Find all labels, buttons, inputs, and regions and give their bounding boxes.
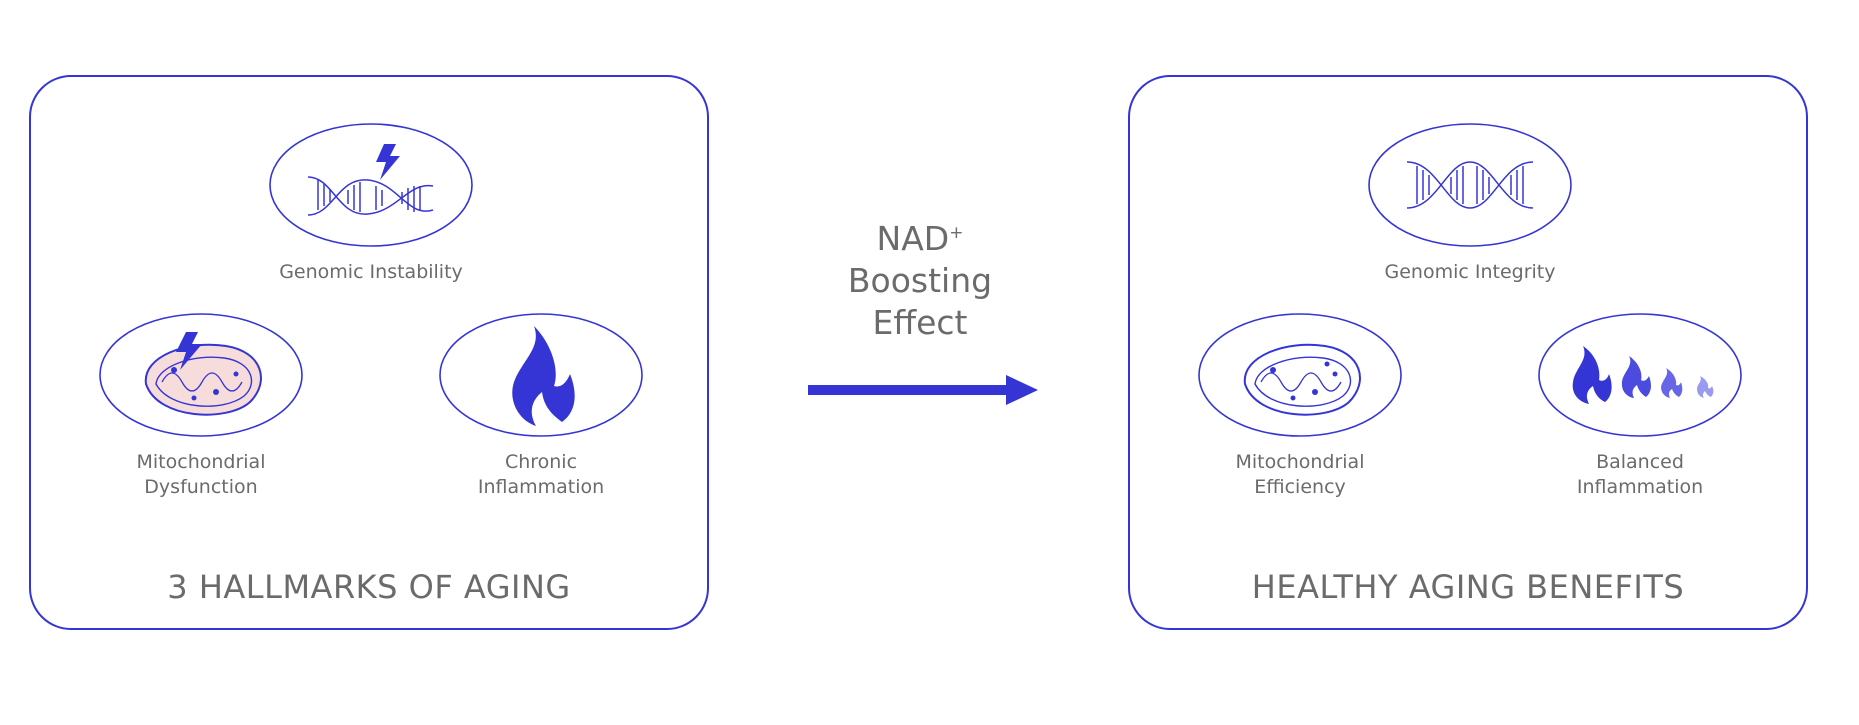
- balanced-inflammation-label: Balanced Inflammation: [1576, 451, 1704, 498]
- diminishing-flames-icon: [1538, 313, 1742, 437]
- mitochondria-icon: [1198, 313, 1402, 437]
- dna-icon: [1368, 123, 1572, 247]
- genomic-integrity-item: Genomic Integrity: [1350, 122, 1590, 285]
- mitochondrial-dysfunction-label: Mitochondrial Dysfunction: [136, 451, 266, 498]
- damaged-mitochondria-icon: [99, 313, 303, 437]
- large-flame-icon: [439, 313, 643, 437]
- genomic-instability-label: Genomic Instability: [279, 261, 463, 283]
- nad-boosting-effect-label: NAD+ Boosting Effect: [847, 219, 993, 342]
- benefits-title: HEALTHY AGING BENEFITS: [1251, 568, 1685, 606]
- mitochondrial-efficiency-item: Mitochondrial Efficiency: [1180, 312, 1420, 500]
- hallmarks-title: 3 HALLMARKS OF AGING: [167, 568, 571, 606]
- genomic-instability-item: Genomic Instability: [251, 122, 491, 285]
- mitochondrial-efficiency-label: Mitochondrial Efficiency: [1235, 451, 1365, 498]
- benefits-panel: Genomic Integrity Mitochondrial Efficien…: [1128, 75, 1808, 630]
- hallmarks-panel: Genomic Instability Mitochondrial Dysfun…: [29, 75, 709, 630]
- chronic-inflammation-label: Chronic Inflammation: [477, 451, 605, 498]
- balanced-inflammation-item: Balanced Inflammation: [1520, 312, 1760, 500]
- right-arrow-icon: [808, 375, 1038, 405]
- mitochondrial-dysfunction-item: Mitochondrial Dysfunction: [81, 312, 321, 500]
- damaged-dna-icon: [269, 123, 473, 247]
- chronic-inflammation-item: Chronic Inflammation: [421, 312, 661, 500]
- genomic-integrity-label: Genomic Integrity: [1384, 261, 1556, 283]
